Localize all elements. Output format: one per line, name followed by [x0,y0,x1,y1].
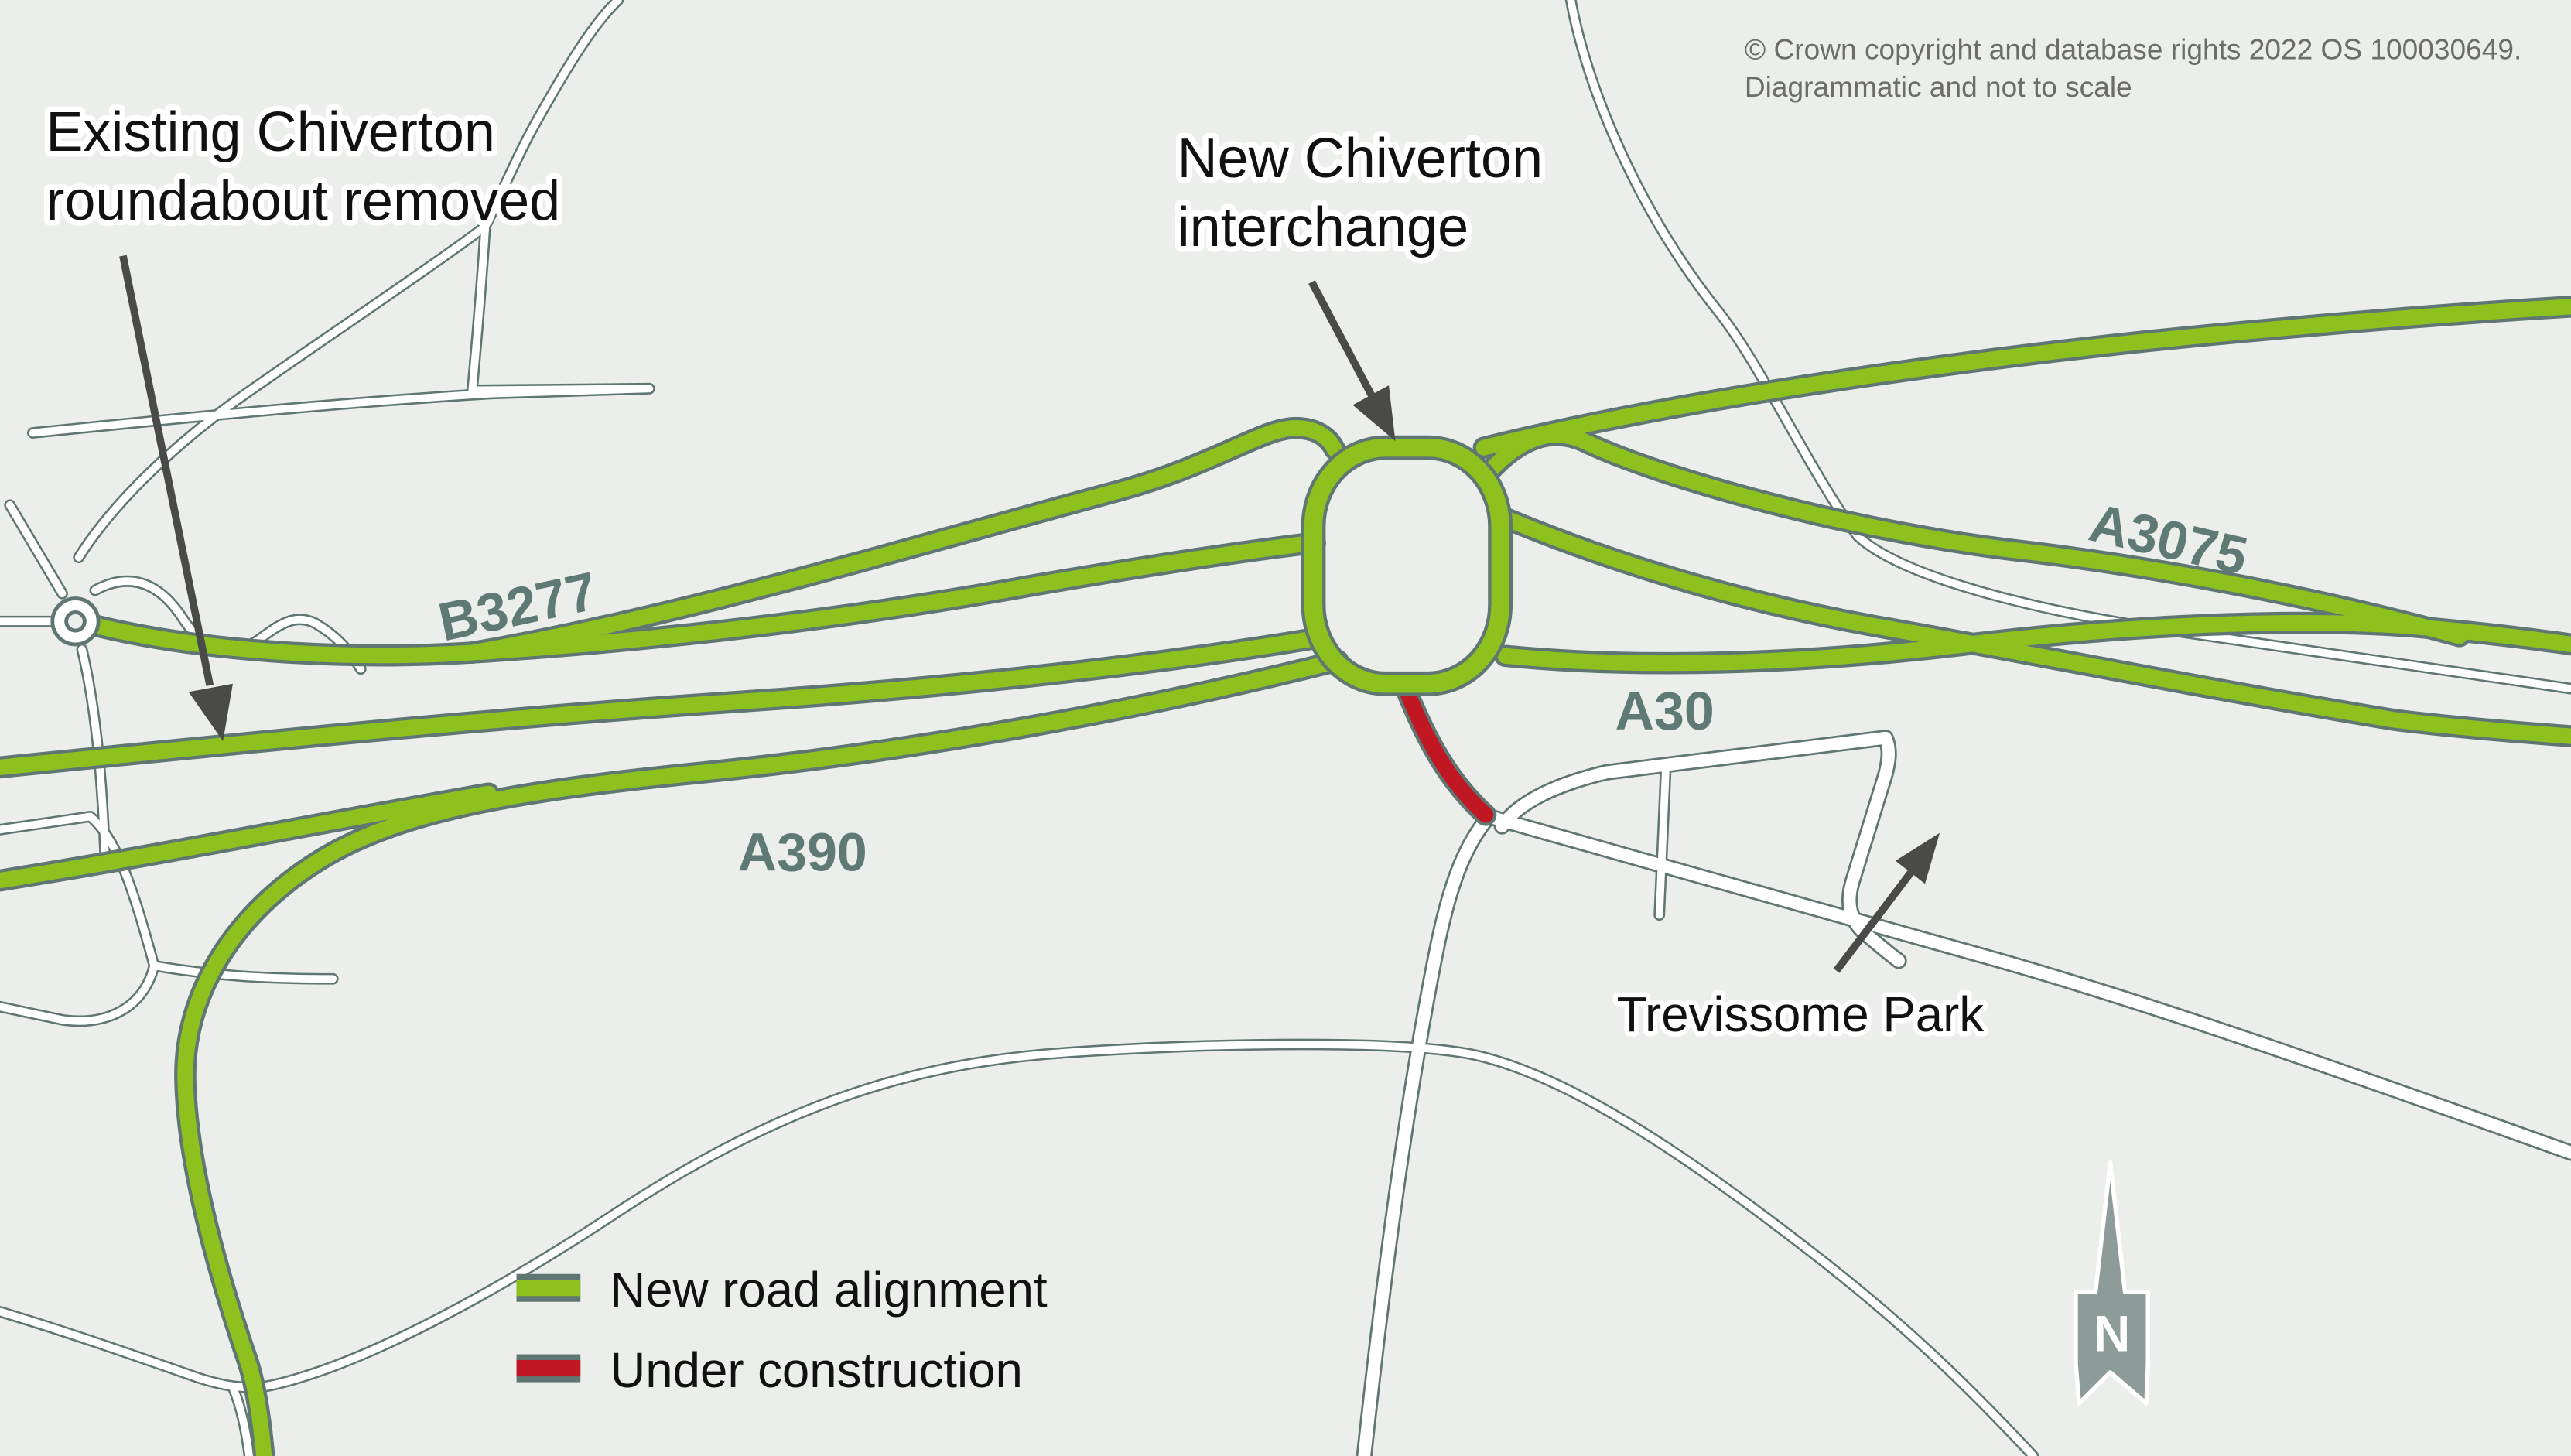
label-existing-roundabout-line1: Existing Chiverton [46,101,495,163]
under-construction-road [1393,675,1497,826]
new-roads-surface [0,299,2571,1456]
legend-swatch-under-construction [516,1359,581,1377]
road-label-a390: A390 [738,822,867,882]
new-road-alignment [0,296,2571,1456]
legend-item-new-road: New road alignment [516,1263,1048,1318]
legend-label-under-construction: Under construction [610,1343,1022,1398]
copyright-line1: © Crown copyright and database rights 20… [1745,32,2521,65]
label-new-interchange-line2: interchange [1178,197,1469,258]
legend-swatch-new-road [516,1280,581,1297]
label-existing-roundabout-line2: roundabout removed [46,170,560,232]
existing-roundabout-arrow [119,255,233,741]
copyright-line2: Diagrammatic and not to scale [1745,70,2132,103]
legend-item-under-construction: Under construction [516,1343,1023,1398]
north-compass-label: N [2094,1305,2130,1362]
north-compass-icon: N [2074,1160,2150,1406]
existing-chiverton-roundabout [50,596,101,647]
legend-label-new-road: New road alignment [610,1263,1048,1318]
road-label-a30: A30 [1615,681,1714,741]
label-new-interchange-line1: New Chiverton [1178,128,1544,190]
new-interchange-roundabout [1301,435,1513,696]
new-interchange-arrow [1308,280,1396,442]
legend: New road alignment Under construction [516,1263,1048,1398]
label-trevissome-park: Trevissome Park [1617,987,1985,1042]
